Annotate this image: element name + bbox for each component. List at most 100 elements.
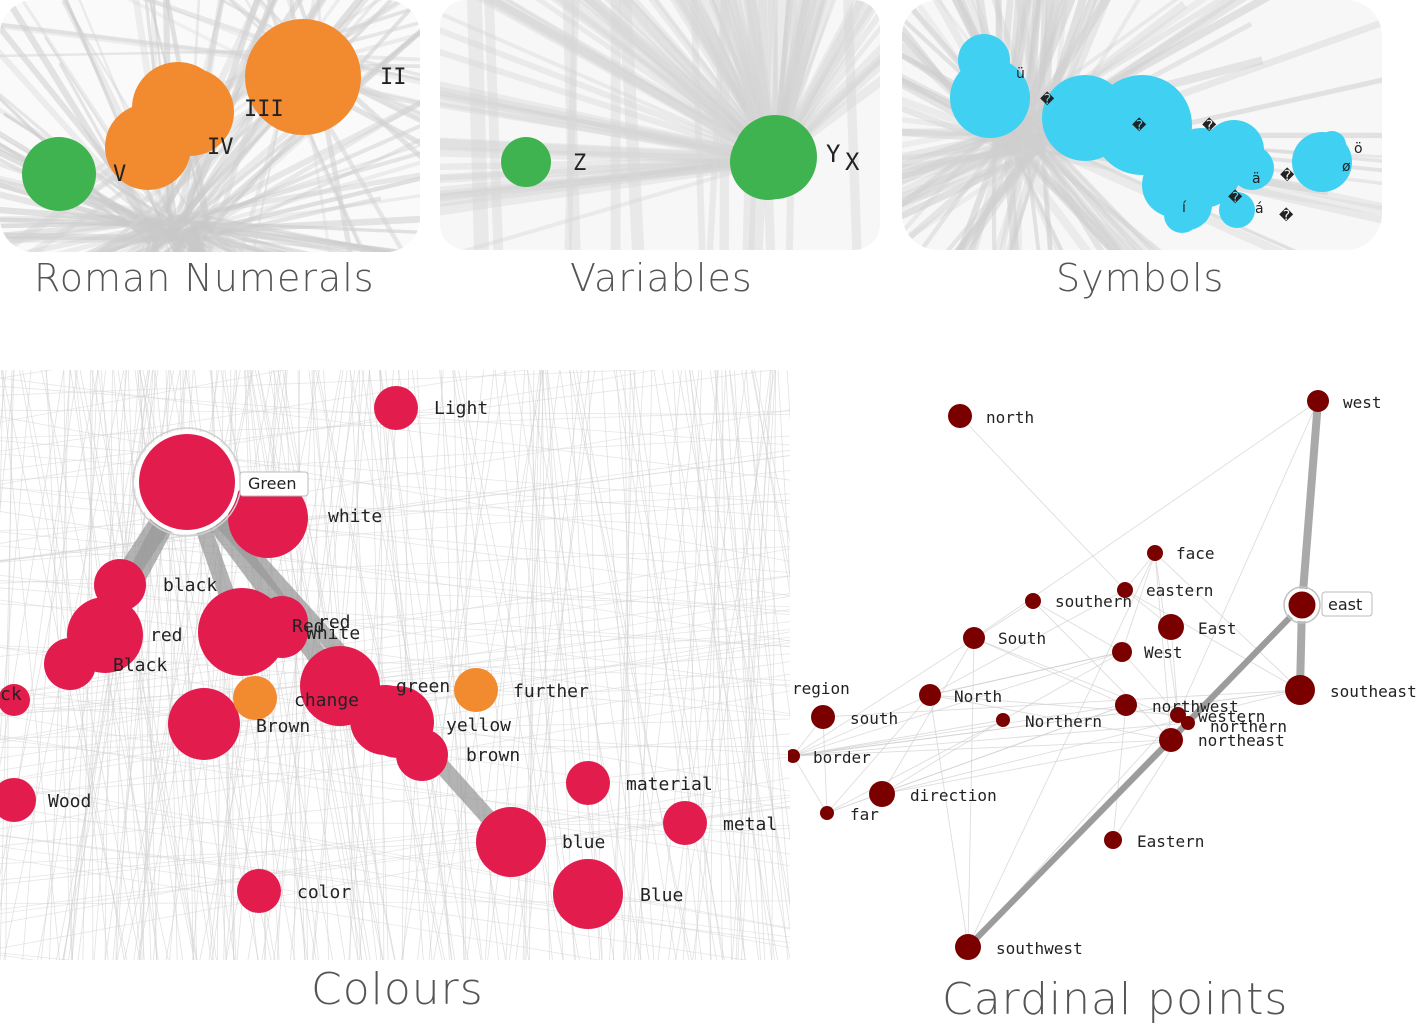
symbol-node-1[interactable] [950,58,1030,138]
node-z[interactable] [501,137,551,187]
symbol-node-12[interactable] [1219,192,1255,228]
node-v[interactable] [22,137,96,211]
tooltip-label: east [1328,595,1362,614]
colour-label-1: white [328,506,382,527]
cardinal-node-eastern[interactable] [1117,582,1133,598]
cardinal-label-14: northern [1210,717,1287,736]
symbol-label-10: á [1255,201,1264,217]
cardinal-node-face[interactable] [1147,545,1163,561]
caption-symbols: Symbols [1056,256,1225,300]
label-ii: II [380,65,407,90]
cardinal-node-far[interactable] [820,806,834,820]
colour-node-further-11[interactable] [454,668,498,712]
colour-node-brown-14[interactable] [396,729,448,781]
colour-label-18: blue [562,832,605,853]
cardinal-node-east[interactable] [1158,614,1184,640]
colour-node-white-1[interactable] [228,478,308,558]
cardinal-node-north[interactable] [948,404,972,428]
symbol-label-11: � [1279,207,1294,224]
colour-label-9: change [294,690,359,711]
colour-node-ck-8[interactable] [0,684,30,716]
graph-canvas: ü���öøä�í�á� [902,0,1382,250]
cardinal-node-eastern[interactable] [1104,831,1122,849]
colour-node-yellow-13[interactable] [350,685,420,755]
symbol-label-4: ö [1354,141,1363,157]
cardinal-node-west[interactable] [1112,642,1132,662]
colour-node-blue-20[interactable] [553,859,623,929]
symbol-label-9: � [1228,189,1243,206]
cardinal-node-western[interactable] [1170,707,1186,723]
cardinal-label-10: south [850,709,898,728]
cardinal-label-19: far [850,805,879,824]
cardinal-node-southeast[interactable] [1285,675,1315,705]
label-iv: IV [207,135,234,160]
graph-canvas: northwestfaceeasternsouthernSouthEastWes… [788,390,1417,960]
label-x: X [845,148,860,176]
cardinal-node-southwest[interactable] [955,934,981,960]
cardinal-node-west[interactable] [1307,390,1329,412]
cardinal-label-2: face [1176,544,1215,563]
cardinal-node-northern[interactable] [1181,716,1195,730]
colour-node-material-16[interactable] [566,761,610,805]
tooltip-label: Green [248,474,296,493]
colour-label-15: Wood [48,791,91,812]
cardinal-graph: northwestfaceeasternsouthernSouthEastWes… [788,390,1417,960]
label-z: Z [573,151,586,176]
colour-node-brown-12[interactable] [168,688,240,760]
cardinal-node-east[interactable] [1285,588,1319,622]
node-x[interactable] [730,124,806,200]
label-iii: III [244,97,284,122]
cardinal-node-south[interactable] [811,705,835,729]
cardinal-node-northeast[interactable] [1159,728,1183,752]
colour-node-light-0[interactable] [374,386,418,430]
colour-node-metal-17[interactable] [663,801,707,845]
colour-node-orange[interactable] [233,676,277,720]
symbol-label-1: � [1040,91,1055,108]
symbol-label-7: � [1280,167,1295,184]
symbol-label-8: í [1182,200,1187,216]
colour-node-green-hub[interactable] [135,430,239,534]
caption-colours: Colours [311,964,484,1015]
cardinal-label-13: western [1198,707,1265,726]
cardinal-node-border[interactable] [788,749,800,763]
cardinal-node-north[interactable] [919,684,941,706]
caption-cardinal-points: Cardinal points [942,974,1289,1025]
tooltip-box [1321,591,1373,617]
symbol-node-10[interactable] [1318,131,1346,159]
colour-label-10: green [396,676,450,697]
cardinal-node-northern[interactable] [996,713,1010,727]
colour-node-black-4[interactable] [44,638,96,690]
cardinal-label-15: northeast [1198,731,1285,750]
cardinal-label-16: southeast [1330,682,1417,701]
cardinal-node-direction[interactable] [869,781,895,807]
cardinal-label-9: North [954,687,1002,706]
symbol-node-11[interactable] [1164,197,1200,233]
symbol-node-8[interactable] [1230,146,1274,190]
symbol-label-5: ø [1342,159,1351,175]
node-iv[interactable] [105,104,191,190]
colour-label-13: yellow [446,715,511,736]
cardinal-label-20: Eastern [1137,832,1204,851]
colour-label-0: Light [434,398,488,419]
colour-node-blue-18[interactable] [476,807,546,877]
cardinal-node-southern[interactable] [1025,593,1041,609]
colour-node-white-7[interactable] [256,606,308,658]
symbol-label-6: ä [1252,171,1261,187]
cardinal-node-northwest[interactable] [1115,694,1137,716]
colour-node-color-19[interactable] [237,869,281,913]
node-ii[interactable] [245,19,361,135]
cardinal-label-1: west [1343,393,1382,412]
cardinal-label-17: border [813,748,871,767]
colour-node-wood-15[interactable] [0,778,36,822]
cardinal-node-south[interactable] [963,627,985,649]
colour-label-17: metal [723,814,777,835]
